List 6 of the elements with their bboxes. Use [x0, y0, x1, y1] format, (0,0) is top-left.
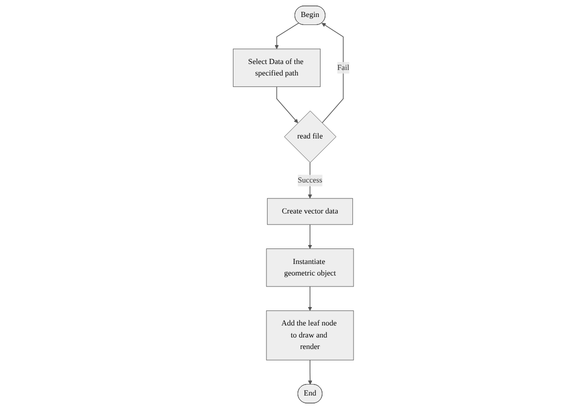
arrow — [322, 22, 344, 124]
arrow — [274, 22, 300, 50]
arrow — [308, 286, 312, 311]
arrow — [308, 224, 312, 249]
arrow — [308, 360, 312, 385]
arrow — [276, 86, 298, 124]
